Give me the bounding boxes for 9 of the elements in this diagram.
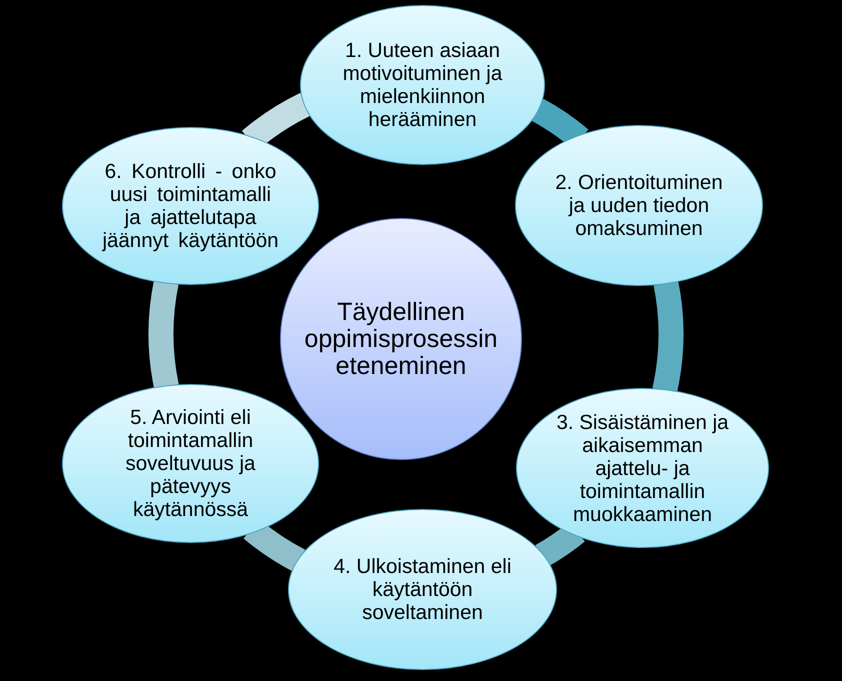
ring-arc-connector bbox=[148, 280, 179, 389]
step-label: 6. Kontrolli - onko uusi toimintamalli ja ajattelutapa jäännyt käytäntöön bbox=[102, 160, 279, 252]
step-label: 2. Orientoituminen ja uuden tiedon omaksuminen bbox=[554, 171, 724, 240]
step-label: 3. Sisäistäminen ja aikaisemman ajattelu- ja toimintamallin muokkaaminen bbox=[555, 410, 730, 526]
ring-arc-connector bbox=[652, 281, 684, 393]
step-label: 1. Uuteen asiaan motivoituminen ja mielenkiinnon herääminen bbox=[342, 39, 504, 131]
step-label: 4. Ulkoistaminen eli käytäntöön soveltaminen bbox=[332, 555, 512, 624]
center-label: Täydellinen oppimisprosessin eteneminen bbox=[303, 298, 499, 380]
step-label: 5. Arviointi eli toimintamallin soveltuvuus ja pätevyys käytännössä bbox=[124, 406, 256, 521]
